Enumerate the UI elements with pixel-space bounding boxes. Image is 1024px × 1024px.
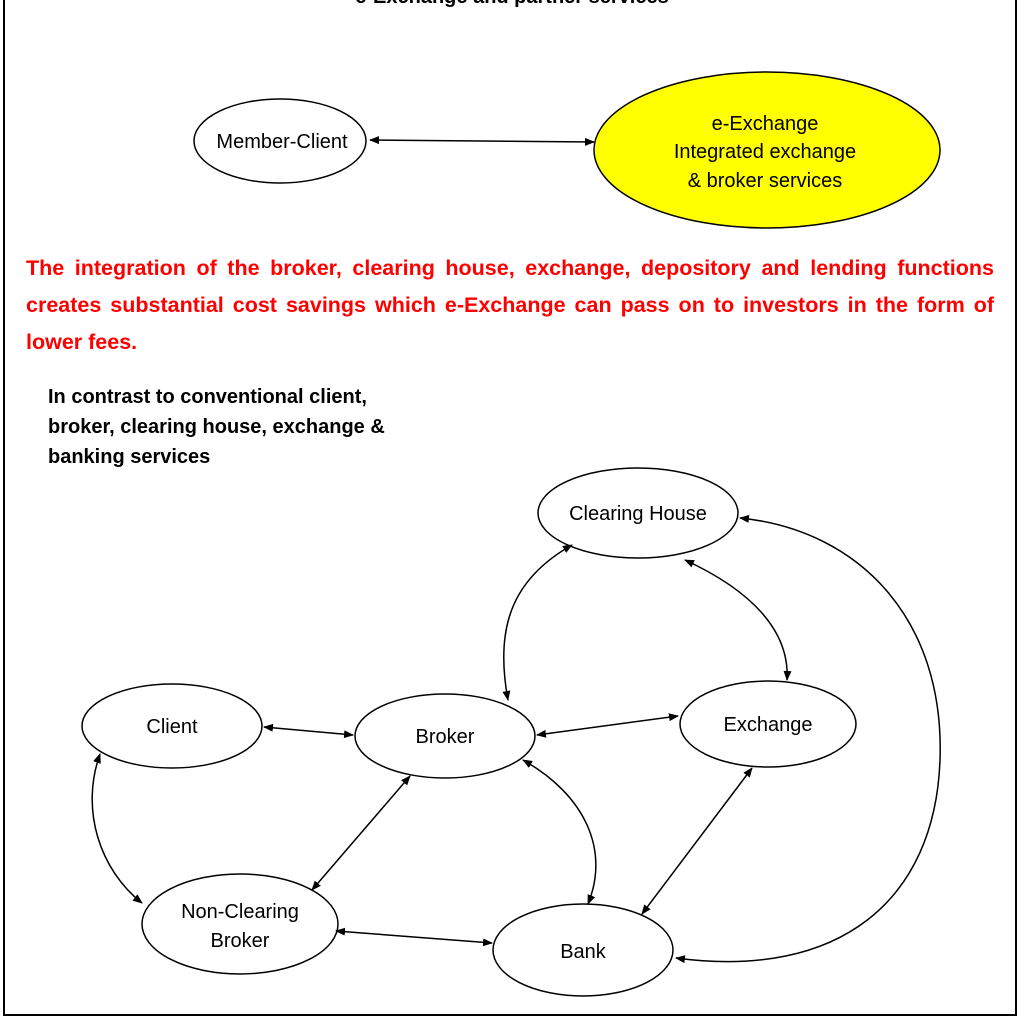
member-client-label: Member-Client <box>216 131 348 153</box>
contrast-line-2: broker, clearing house, exchange & <box>48 416 385 438</box>
client-broker-link <box>263 723 354 739</box>
clearing-house-bank-link <box>675 514 941 964</box>
broker-bank-link <box>522 759 597 905</box>
non-clearing-broker-bank-link <box>335 927 493 947</box>
member-client-exchange-link <box>369 136 595 146</box>
e-exchange-label-1: e-Exchange <box>712 113 819 135</box>
client-node <box>81 683 263 769</box>
e-exchange-label-2: Integrated exchange <box>674 141 856 163</box>
contrast-line-3: banking services <box>48 446 211 468</box>
e-exchange-label-3: & broker services <box>688 170 843 192</box>
exchange-label: Exchange <box>724 714 813 736</box>
client-non-clearing-broker-link <box>91 753 143 904</box>
non-clearing-broker-node <box>141 873 339 975</box>
top-caption: e-Exchange and partner services <box>180 0 844 9</box>
diagram-frame <box>3 0 1017 1016</box>
non-clearing-broker-label-2: Broker <box>211 930 270 952</box>
contrast-line-1: In contrast to conventional client, <box>48 386 367 408</box>
broker-non-clearing-broker-link <box>311 775 411 891</box>
bank-label: Bank <box>560 941 607 963</box>
client-label: Client <box>146 716 198 738</box>
broker-label: Broker <box>416 726 475 748</box>
integrated-model: Member-Client e-Exchange Integrated exch… <box>193 71 941 229</box>
non-clearing-broker-label-1: Non-Clearing <box>181 901 299 923</box>
broker-clearing-house-link <box>502 544 573 701</box>
clearing-house-exchange-link <box>684 559 792 681</box>
contrast-statement: In contrast to conventional client, brok… <box>48 382 508 472</box>
member-client-node <box>193 98 367 184</box>
e-exchange-node <box>593 71 941 229</box>
clearing-house-label: Clearing House <box>569 503 707 525</box>
savings-statement: The integration of the broker, clearing … <box>26 256 994 354</box>
conventional-model: Clearing House Client Broker Exchange No… <box>81 467 941 997</box>
exchange-bank-link <box>641 767 753 915</box>
broker-node <box>354 693 536 779</box>
broker-exchange-link <box>536 713 679 738</box>
